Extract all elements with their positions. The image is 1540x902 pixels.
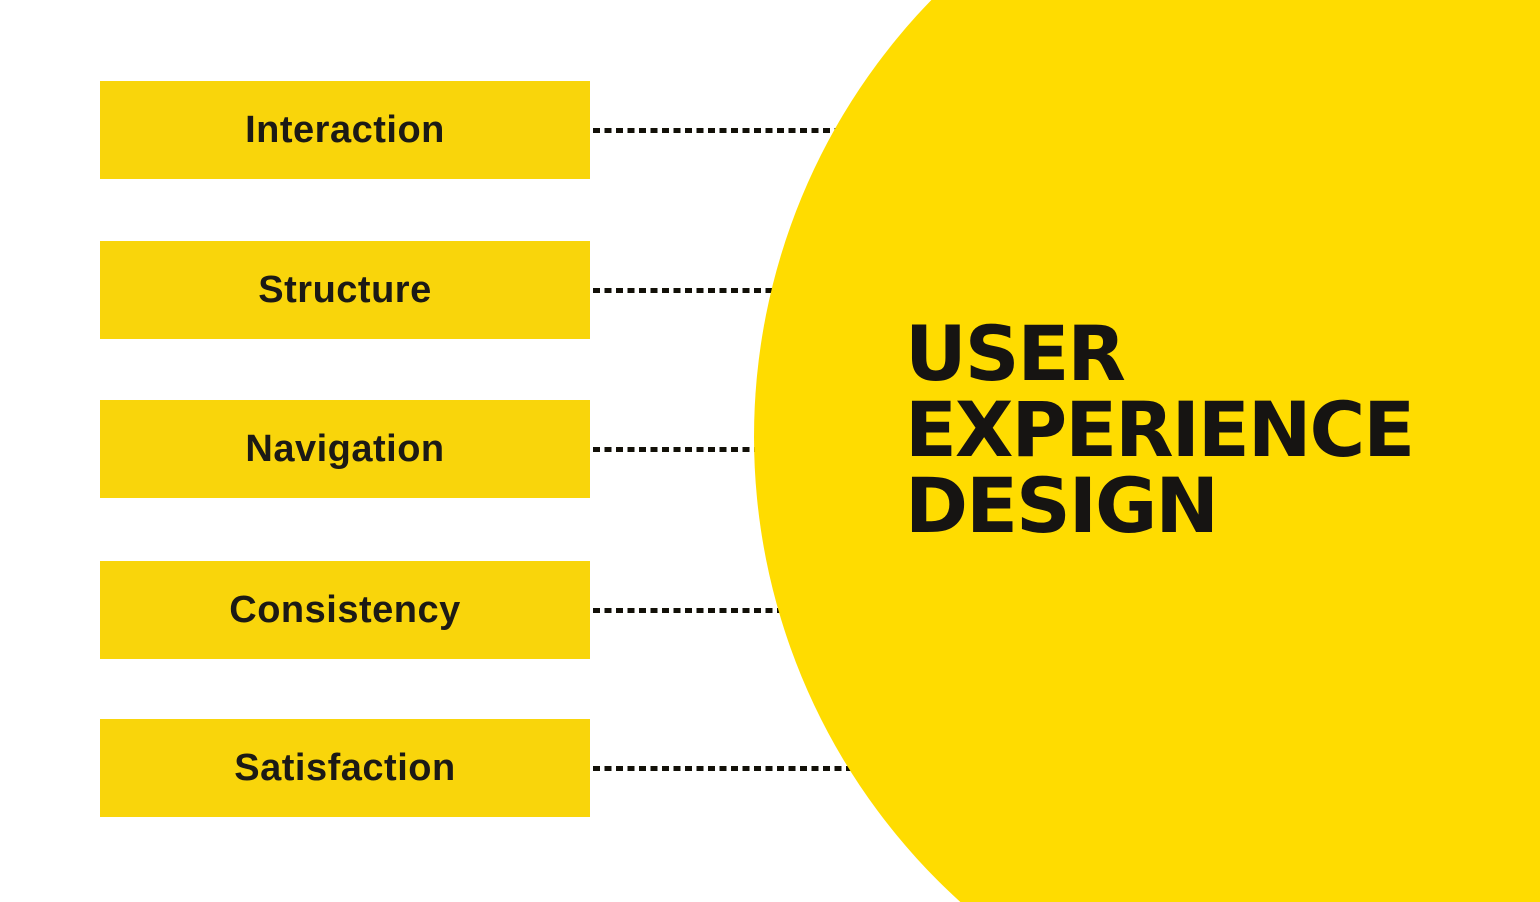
facet-row-structure: Structure (100, 241, 923, 339)
facet-box-navigation: Navigation (100, 400, 590, 498)
facet-row-navigation: Navigation (100, 400, 923, 498)
page-title: USER EXPERIENCE DESIGN (905, 309, 1415, 550)
ux-circle (754, 0, 1540, 902)
dotted-connector-interaction (593, 127, 923, 133)
title-line-user: USER (905, 309, 1126, 398)
facet-label-navigation: Navigation (245, 427, 445, 470)
facet-row-consistency: Consistency (100, 561, 923, 659)
facet-box-structure: Structure (100, 241, 590, 339)
dotted-connector-satisfaction (593, 765, 923, 771)
facet-row-satisfaction: Satisfaction (100, 719, 923, 817)
facet-box-satisfaction: Satisfaction (100, 719, 590, 817)
title-line-design: DESIGN (905, 461, 1219, 550)
facet-box-consistency: Consistency (100, 561, 590, 659)
title-line-experience: EXPERIENCE (905, 385, 1415, 474)
facet-label-satisfaction: Satisfaction (234, 746, 456, 789)
facet-label-interaction: Interaction (245, 108, 445, 151)
dotted-connector-structure (593, 287, 923, 293)
facet-box-interaction: Interaction (100, 81, 590, 179)
facet-label-consistency: Consistency (229, 588, 461, 631)
facet-row-interaction: Interaction (100, 81, 923, 179)
facet-label-structure: Structure (258, 268, 432, 311)
dotted-connector-consistency (593, 607, 923, 613)
